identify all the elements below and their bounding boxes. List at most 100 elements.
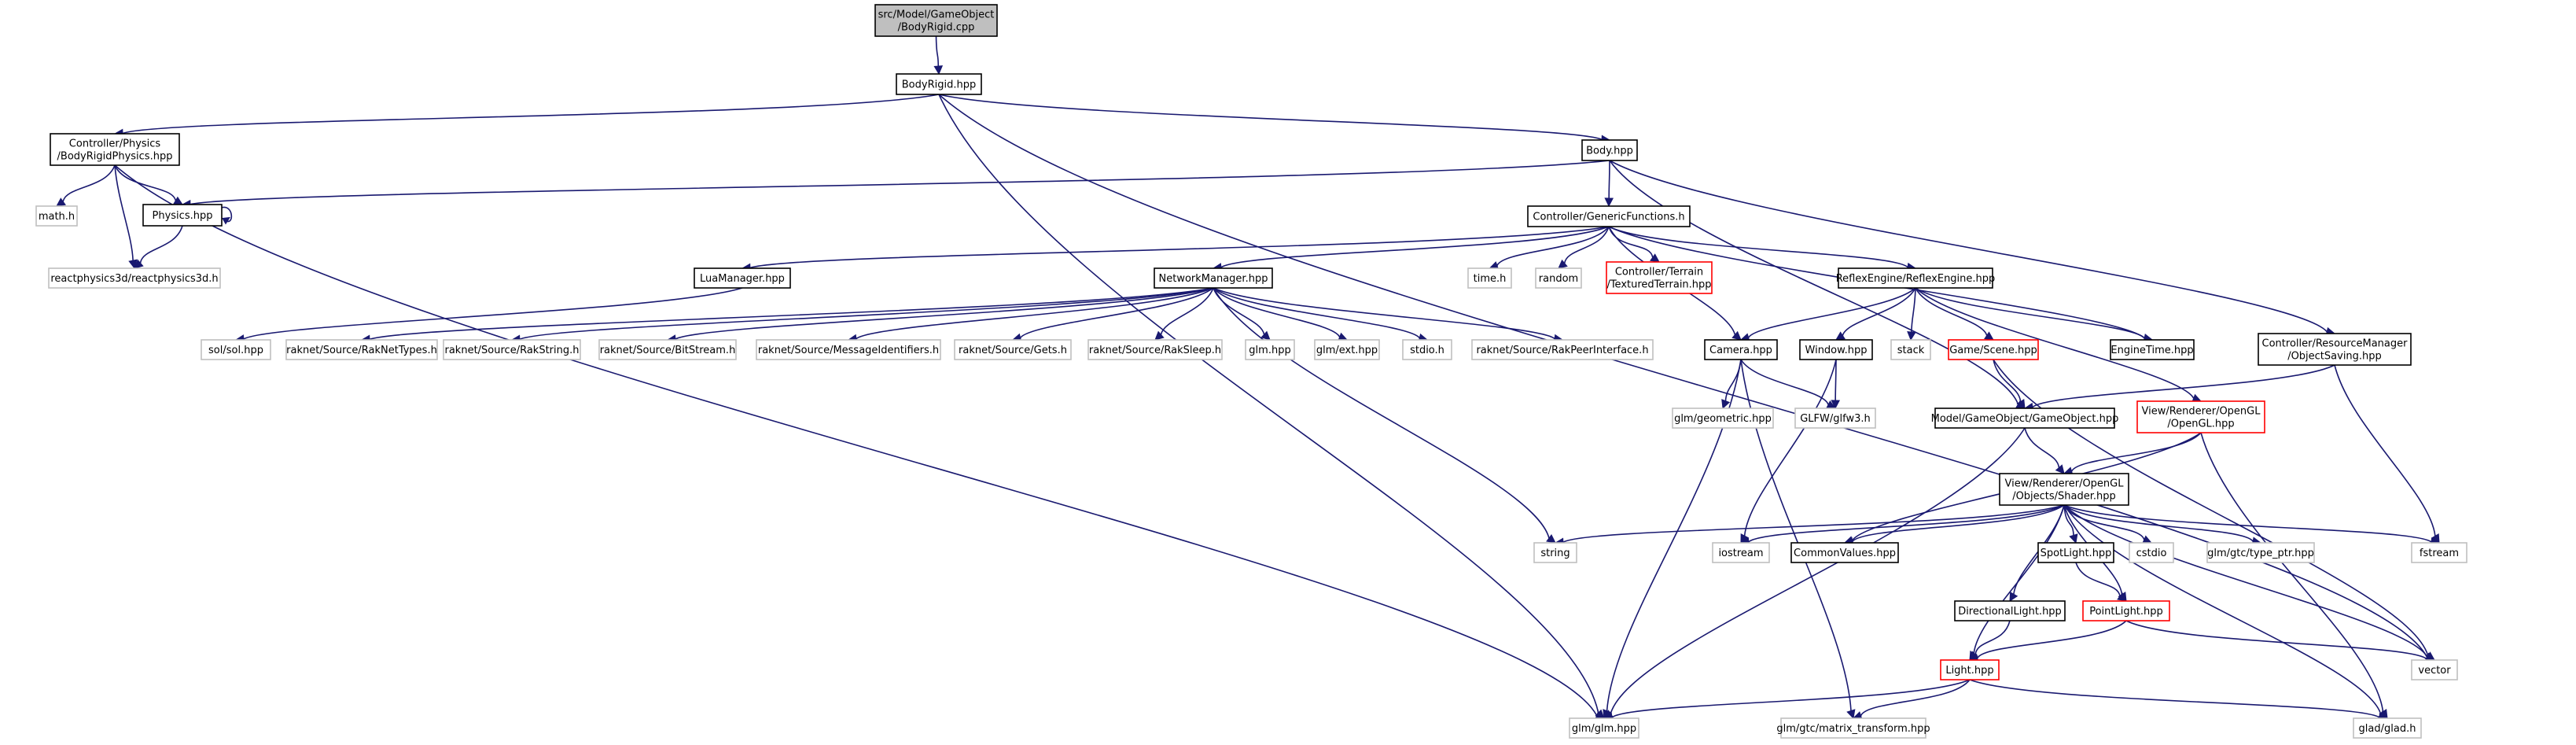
- edge-bodyrigidphysics-to-reactphysics3d: [114, 164, 138, 270]
- node-messageidentifiers: raknet/Source/MessageIdentifiers.h: [756, 339, 941, 360]
- node-math-h: math.h: [35, 205, 78, 227]
- node-label: View/Renderer/OpenGL: [2005, 478, 2125, 490]
- node-label: Controller/Terrain: [1615, 267, 1703, 278]
- node-glfw3: GLFW/glfw3.h: [1794, 408, 1876, 429]
- node-label: random: [1539, 273, 1578, 285]
- node-label: Game/Scene.hpp: [1949, 345, 2037, 356]
- node-glm-glm: glm/glm.hpp: [1569, 717, 1639, 739]
- edge-bodyrigidphysics-to-math_h: [56, 164, 116, 207]
- node-label: glm/geometric.hpp: [1674, 413, 1772, 425]
- node-label: fstream: [2420, 548, 2459, 559]
- node-window-hpp[interactable]: Window.hpp: [1799, 339, 1873, 360]
- node-label: Physics.hpp: [153, 210, 213, 222]
- edge-bodyrigidphysics-to-physics_hpp: [114, 164, 183, 205]
- node-bodyrigidphysics[interactable]: Controller/Physics/BodyRigidPhysics.hpp: [50, 133, 180, 166]
- node-vector: vector: [2411, 659, 2458, 680]
- node-directionallight[interactable]: DirectionalLight.hpp: [1954, 600, 2066, 621]
- node-label: /BodyRigidPhysics.hpp: [57, 151, 173, 163]
- node-label: raknet/Source/BitStream.h: [600, 345, 736, 356]
- node-label: stdio.h: [1410, 345, 1444, 356]
- node-enginetime[interactable]: EngineTime.hpp: [2110, 339, 2195, 360]
- node-label: /ObjectSaving.hpp: [2287, 351, 2382, 363]
- node-luamanager[interactable]: LuaManager.hpp: [694, 267, 791, 289]
- node-sol-hpp: sol/sol.hpp: [201, 339, 271, 360]
- node-type-ptr: glm/gtc/type_ptr.hpp: [2206, 542, 2315, 563]
- edge-bodyrigid_hpp-to-body_hpp: [938, 94, 1611, 145]
- node-label: glm/gtc/matrix_transform.hpp: [1776, 723, 1930, 735]
- edge-networkmanager-to-glm_ext: [1213, 287, 1349, 341]
- edge-directionallight-to-light_hpp: [1969, 620, 2011, 661]
- node-label: Window.hpp: [1805, 345, 1868, 356]
- node-pointlight[interactable]: PointLight.hpp: [2082, 600, 2170, 621]
- node-label: ReflexEngine/ReflexEngine.hpp: [1836, 273, 1996, 285]
- node-reflexengine[interactable]: ReflexEngine/ReflexEngine.hpp: [1836, 267, 1996, 289]
- node-label: glm.hpp: [1249, 345, 1290, 356]
- node-label: Controller/GenericFunctions.h: [1533, 212, 1684, 223]
- node-label: glm/glm.hpp: [1572, 723, 1636, 735]
- node-spotlight[interactable]: SpotLight.hpp: [2037, 542, 2114, 563]
- node-label: vector: [2418, 665, 2451, 677]
- node-label: /OpenGL.hpp: [2167, 419, 2234, 430]
- node-shader-hpp[interactable]: View/Renderer/OpenGL/Objects/Shader.hpp: [1999, 473, 2129, 506]
- edge-networkmanager-to-bitstream: [666, 287, 1214, 344]
- node-objectsaving[interactable]: Controller/ResourceManager/ObjectSaving.…: [2258, 333, 2412, 366]
- edge-light_hpp-to-matrix_transform: [1852, 679, 1971, 721]
- node-commonvalues[interactable]: CommonValues.hpp: [1790, 542, 1899, 563]
- node-fstream: fstream: [2411, 542, 2467, 563]
- node-label: raknet/Source/RakPeerInterface.h: [1476, 345, 1648, 356]
- node-camera-hpp[interactable]: Camera.hpp: [1704, 339, 1778, 360]
- node-cstdio: cstdio: [2129, 542, 2174, 563]
- node-string: string: [1533, 542, 1577, 563]
- node-matrix-transform: glm/gtc/matrix_transform.hpp: [1776, 717, 1930, 739]
- node-scene-hpp[interactable]: Game/Scene.hpp: [1948, 339, 2039, 360]
- node-label: DirectionalLight.hpp: [1958, 606, 2062, 618]
- node-bodyrigid-hpp[interactable]: BodyRigid.hpp: [896, 73, 982, 95]
- node-body-hpp[interactable]: Body.hpp: [1581, 139, 1638, 161]
- edge-gameobject_hpp-to-shader_hpp: [2024, 427, 2065, 474]
- node-root[interactable]: src/Model/GameObject/BodyRigid.cpp: [874, 4, 998, 37]
- node-label: BodyRigid.hpp: [902, 79, 976, 91]
- edge-objectsaving-to-fstream: [2334, 364, 2440, 544]
- node-gameobject-hpp[interactable]: Model/GameObject/GameObject.hpp: [1931, 408, 2119, 429]
- edge-root-to-bodyrigid_hpp: [933, 35, 944, 76]
- node-label: glad/glad.h: [2359, 723, 2416, 735]
- node-reactphysics3d: reactphysics3d/reactphysics3d.h: [48, 267, 221, 289]
- node-light-hpp[interactable]: Light.hpp: [1940, 659, 2000, 680]
- node-label: sol/sol.hpp: [208, 345, 263, 356]
- node-label: EngineTime.hpp: [2110, 345, 2193, 356]
- node-physics-hpp[interactable]: Physics.hpp: [142, 204, 223, 227]
- node-label: Camera.hpp: [1709, 345, 1772, 356]
- edge-luamanager-to-sol_hpp: [234, 287, 743, 344]
- node-texturedterrain[interactable]: Controller/Terrain/TexturedTerrain.hpp: [1606, 261, 1713, 294]
- node-glm-ext: glm/ext.hpp: [1314, 339, 1380, 360]
- node-label: time.h: [1474, 273, 1507, 285]
- node-raksleep: raknet/Source/RakSleep.h: [1087, 339, 1223, 360]
- node-rakstring: raknet/Source/RakString.h: [443, 339, 581, 360]
- edge-shader_hpp-to-spotlight: [2063, 504, 2078, 544]
- node-label: raknet/Source/RakNetTypes.h: [286, 345, 437, 356]
- node-bitstream: raknet/Source/BitStream.h: [598, 339, 737, 360]
- node-networkmanager[interactable]: NetworkManager.hpp: [1154, 267, 1273, 289]
- edge-camera_hpp-to-glfw3: [1740, 359, 1836, 409]
- edge-genericfunctions-to-random: [1558, 226, 1610, 269]
- edge-genericfunctions-to-luamanager: [741, 226, 1610, 273]
- edge-spotlight-to-pointlight: [2075, 562, 2127, 602]
- node-gets-h: raknet/Source/Gets.h: [954, 339, 1072, 360]
- edge-light_hpp-to-glad: [1969, 679, 2389, 722]
- node-label: iostream: [1718, 548, 1763, 559]
- node-genericfunctions[interactable]: Controller/GenericFunctions.h: [1527, 205, 1691, 227]
- edge-physics_hpp-to-physics_hpp: [219, 206, 233, 225]
- node-label: Model/GameObject/GameObject.hpp: [1931, 413, 2119, 425]
- edge-window_hpp-to-iostream: [1740, 359, 1837, 544]
- edge-bodyrigidphysics-to-glm_glm: [114, 164, 1606, 720]
- node-opengl-hpp[interactable]: View/Renderer/OpenGL/OpenGL.hpp: [2136, 400, 2265, 433]
- node-label: SpotLight.hpp: [2041, 548, 2112, 559]
- node-label: string: [1540, 548, 1570, 559]
- node-glm-hpp-short: glm.hpp: [1245, 339, 1295, 360]
- edge-body_hpp-to-objectsaving: [1609, 160, 2336, 337]
- edge-shader_hpp-to-string: [1554, 504, 2065, 547]
- node-label: src/Model/GameObject: [878, 9, 995, 21]
- node-stdio-h: stdio.h: [1402, 339, 1452, 360]
- node-label: stack: [1897, 345, 1925, 356]
